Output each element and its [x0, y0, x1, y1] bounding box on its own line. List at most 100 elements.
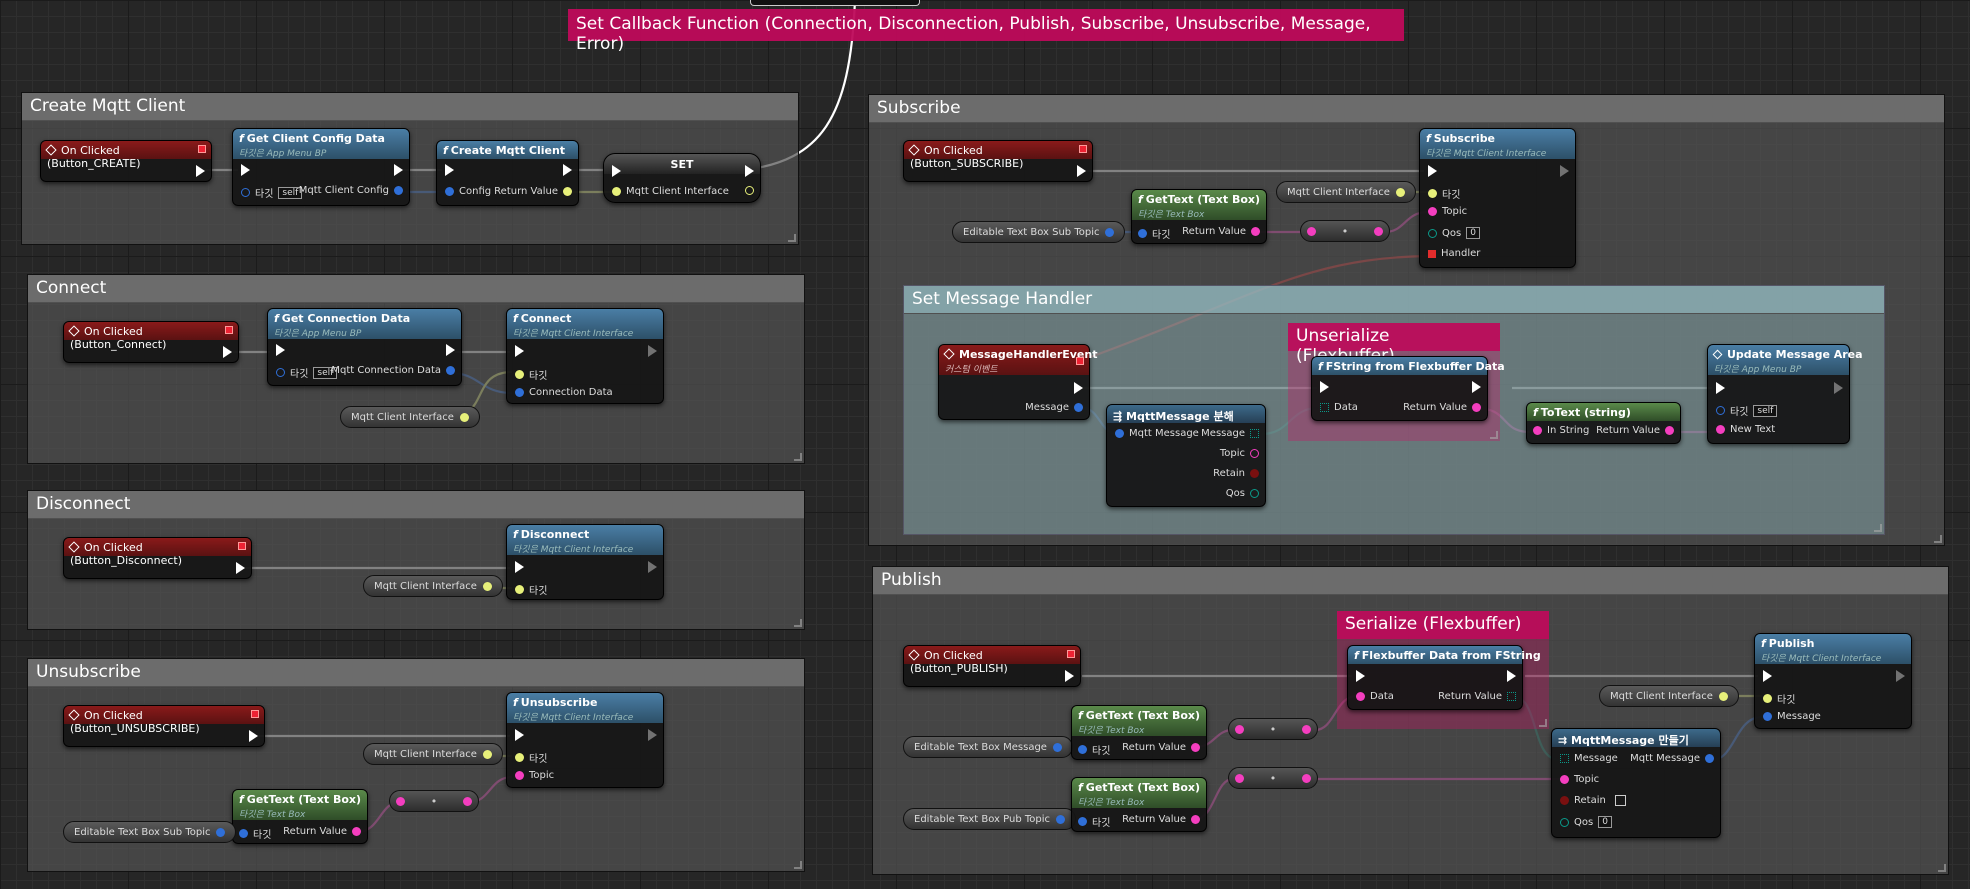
message-pin[interactable]: Message — [1025, 402, 1083, 413]
editable-text-box-sub-topic-var[interactable]: Editable Text Box Sub Topic — [952, 221, 1126, 243]
return-value-pin[interactable]: Return Value — [1596, 425, 1674, 436]
exec-in-pin[interactable] — [1320, 381, 1329, 393]
exec-in-pin[interactable] — [515, 561, 524, 573]
mqtt-client-interface-var[interactable]: Mqtt Client Interface — [363, 575, 503, 597]
mqtt-client-interface-var[interactable]: Mqtt Client Interface — [1599, 685, 1739, 707]
on-clicked-create-node[interactable]: On Clicked (Button_CREATE) — [40, 140, 212, 182]
set-variable-node[interactable]: SET Mqtt Client Interface — [603, 153, 761, 203]
mqtt-client-interface-var[interactable]: Mqtt Client Interface — [340, 406, 480, 428]
retain-checkbox[interactable] — [1614, 795, 1626, 806]
exec-out-pin[interactable] — [1507, 670, 1516, 682]
out-pin[interactable] — [745, 186, 754, 195]
editable-text-box-pub-topic-var[interactable]: Editable Text Box Pub Topic — [903, 808, 1076, 830]
exec-out-pin[interactable] — [1896, 670, 1905, 682]
new-text-pin[interactable]: New Text — [1716, 424, 1775, 435]
delegate-pin[interactable] — [1079, 145, 1087, 153]
exec-out-pin[interactable] — [196, 165, 205, 177]
delegate-pin[interactable] — [225, 326, 233, 334]
exec-in-pin[interactable] — [1428, 165, 1437, 177]
make-mqtt-message-node[interactable]: ⇉ MqttMessage 만들기 Message Mqtt Message T… — [1551, 728, 1721, 838]
target-pin[interactable]: 타깃 — [239, 826, 271, 841]
resize-handle[interactable] — [1938, 864, 1946, 872]
return-value-pin[interactable]: Return Value — [1122, 814, 1200, 825]
mqtt-connection-data-pin[interactable]: Mqtt Connection Data — [331, 365, 455, 376]
exec-out-pin[interactable] — [1834, 382, 1843, 394]
delegate-pin[interactable] — [251, 710, 259, 718]
exec-in-pin[interactable] — [1356, 670, 1365, 682]
connection-data-pin[interactable]: Connection Data — [515, 387, 613, 398]
resize-handle[interactable] — [1874, 524, 1882, 532]
in-string-pin[interactable]: In String — [1533, 425, 1589, 436]
topic-pin[interactable]: Topic — [1428, 206, 1467, 217]
resize-handle[interactable] — [1934, 535, 1942, 543]
exec-out-pin[interactable] — [1560, 165, 1569, 177]
target-pin[interactable]: 타깃 — [1078, 742, 1110, 757]
return-value-pin[interactable]: Return Value — [1438, 691, 1516, 702]
resize-handle[interactable] — [788, 234, 796, 242]
topic-pin[interactable]: Topic — [515, 770, 554, 781]
exec-in-pin[interactable] — [515, 345, 524, 357]
resize-handle[interactable] — [794, 453, 802, 461]
on-clicked-subscribe-node[interactable]: On Clicked (Button_SUBSCRIBE) — [903, 140, 1093, 182]
exec-out-pin[interactable] — [745, 165, 754, 177]
comment-create-mqtt-client[interactable]: Create Mqtt Client — [21, 92, 799, 245]
exec-out-pin[interactable] — [223, 346, 232, 358]
qos-out-pin[interactable]: Qos — [1226, 488, 1259, 499]
on-clicked-disconnect-node[interactable]: On Clicked (Button_Disconnect) — [63, 537, 252, 579]
on-clicked-unsubscribe-node[interactable]: On Clicked (Button_UNSUBSCRIBE) — [63, 705, 265, 747]
message-out-pin[interactable]: Message — [1201, 428, 1259, 439]
conversion-node[interactable]: • — [389, 790, 479, 812]
mqtt-message-in-pin[interactable]: Mqtt Message — [1115, 428, 1199, 439]
conversion-node[interactable]: • — [1228, 767, 1318, 789]
delegate-pin[interactable] — [198, 145, 206, 153]
target-pin[interactable]: 타깃 — [1078, 814, 1110, 829]
resize-handle[interactable] — [794, 861, 802, 869]
resize-handle[interactable] — [794, 619, 802, 627]
break-mqtt-message-node[interactable]: ⇶ MqttMessage 분해 Mqtt Message Message To… — [1106, 404, 1266, 507]
return-value-pin[interactable]: Return Value — [1403, 402, 1481, 413]
return-value-pin[interactable]: Return Value — [1122, 742, 1200, 753]
retain-pin[interactable]: Retain — [1560, 795, 1626, 806]
message-pin[interactable]: Message — [1763, 711, 1821, 722]
exec-in-pin[interactable] — [445, 164, 454, 176]
editable-text-box-sub-topic-var[interactable]: Editable Text Box Sub Topic — [63, 821, 237, 843]
topic-out-pin[interactable]: Topic — [1220, 448, 1259, 459]
delegate-pin[interactable] — [1067, 650, 1075, 658]
callback-comment-banner[interactable]: Set Callback Function (Connection, Disco… — [568, 9, 1404, 54]
exec-out-pin[interactable] — [563, 164, 572, 176]
target-pin[interactable]: 타깃 — [515, 750, 547, 765]
mqtt-client-config-pin[interactable]: Mqtt Client Config — [299, 185, 403, 196]
resize-handle[interactable] — [1539, 719, 1547, 727]
resize-handle[interactable] — [1490, 431, 1498, 439]
offscreen-node-edge[interactable] — [750, 0, 920, 6]
exec-out-pin[interactable] — [446, 344, 455, 356]
mqtt-client-interface-var[interactable]: Mqtt Client Interface — [363, 743, 503, 765]
data-pin[interactable]: Data — [1356, 691, 1394, 702]
exec-out-pin[interactable] — [1065, 670, 1074, 682]
target-pin[interactable]: 타깃 — [1138, 226, 1170, 241]
on-clicked-connect-node[interactable]: On Clicked (Button_Connect) — [63, 321, 239, 363]
exec-out-pin[interactable] — [249, 730, 258, 742]
exec-in-pin[interactable] — [276, 344, 285, 356]
exec-out-pin[interactable] — [236, 562, 245, 574]
exec-in-pin[interactable] — [612, 165, 621, 177]
exec-in-pin[interactable] — [241, 164, 250, 176]
retain-out-pin[interactable]: Retain — [1213, 468, 1259, 479]
